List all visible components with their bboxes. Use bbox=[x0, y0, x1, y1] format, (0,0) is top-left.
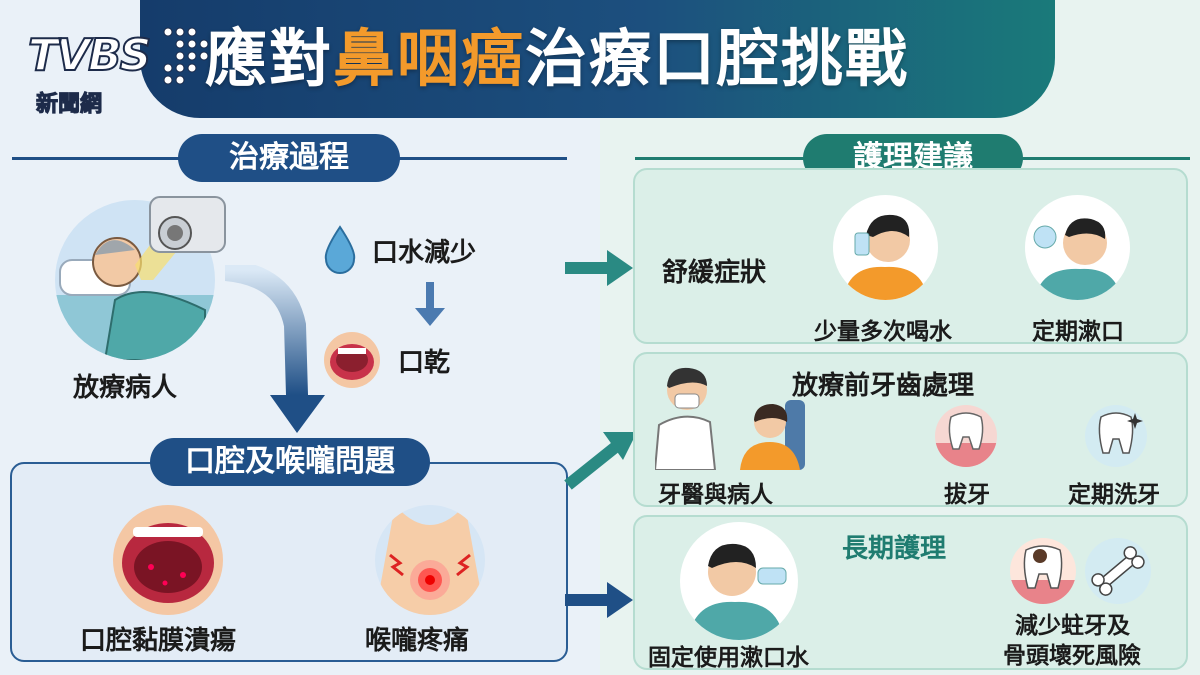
drinking-person-illustration bbox=[833, 195, 938, 300]
dentist-patient-illustration bbox=[655, 367, 805, 470]
title-banner bbox=[140, 0, 1055, 118]
dentist-patient-label: 牙醫與病人 bbox=[658, 482, 773, 508]
mouth-ulcer-label: 口腔黏膜潰瘍 bbox=[80, 626, 237, 656]
logo-subtitle: 新聞網 bbox=[35, 92, 103, 118]
longterm-title: 長期護理 bbox=[842, 534, 947, 564]
rinse-mouth-label: 定期漱口 bbox=[1032, 319, 1124, 345]
risk-label-line1: 減少蛀牙及 bbox=[1015, 613, 1130, 639]
mouthwash-label: 固定使用漱口水 bbox=[648, 645, 809, 671]
patient-label: 放療病人 bbox=[73, 373, 178, 403]
patient-illustration bbox=[55, 200, 215, 360]
arrow-to-longterm-icon bbox=[565, 582, 633, 618]
tooth-cleaning-label: 定期洗牙 bbox=[1068, 482, 1160, 508]
tooth-extraction-label: 拔牙 bbox=[944, 482, 990, 508]
sore-throat-illustration bbox=[375, 505, 485, 615]
problems-header: 口腔及喉嚨問題 bbox=[150, 438, 430, 486]
tvbs-logo: TVBS 新聞網 bbox=[27, 27, 209, 120]
tooth-cleaning-icon bbox=[1085, 405, 1147, 467]
saliva-label: 口水減少 bbox=[372, 238, 477, 268]
logo-brand: TVBS bbox=[27, 29, 152, 82]
drink-water-label: 少量多次喝水 bbox=[814, 319, 952, 345]
relief-title: 舒緩症狀 bbox=[662, 258, 767, 288]
logo-dots-icon bbox=[163, 27, 209, 85]
cavity-tooth-icon bbox=[1010, 538, 1076, 604]
dental-title: 放療前牙齒處理 bbox=[792, 371, 975, 401]
curved-arrow-icon bbox=[225, 265, 325, 433]
water-drop-icon bbox=[324, 225, 356, 274]
radiation-machine-icon bbox=[135, 196, 226, 280]
gargling-person-illustration bbox=[1025, 195, 1130, 300]
page-title: 應對鼻咽癌治療口腔挑戰 bbox=[205, 22, 910, 95]
arrow-to-dental-icon bbox=[564, 432, 637, 490]
mouth-ulcer-illustration bbox=[113, 505, 223, 615]
title-highlight: 鼻咽癌 bbox=[333, 22, 526, 95]
arrow-to-relief-icon bbox=[565, 250, 633, 286]
process-header: 治療過程 bbox=[178, 134, 400, 182]
down-arrow-icon bbox=[415, 282, 445, 326]
dry-mouth-label: 口乾 bbox=[398, 348, 451, 378]
sore-throat-label: 喉嚨疼痛 bbox=[365, 626, 470, 656]
dry-mouth-icon bbox=[324, 332, 380, 388]
tooth-extraction-icon bbox=[935, 405, 997, 467]
risk-label-line2: 骨頭壞死風險 bbox=[1003, 643, 1141, 669]
bone-icon bbox=[1085, 538, 1151, 604]
mouthwash-person-illustration bbox=[680, 522, 798, 640]
